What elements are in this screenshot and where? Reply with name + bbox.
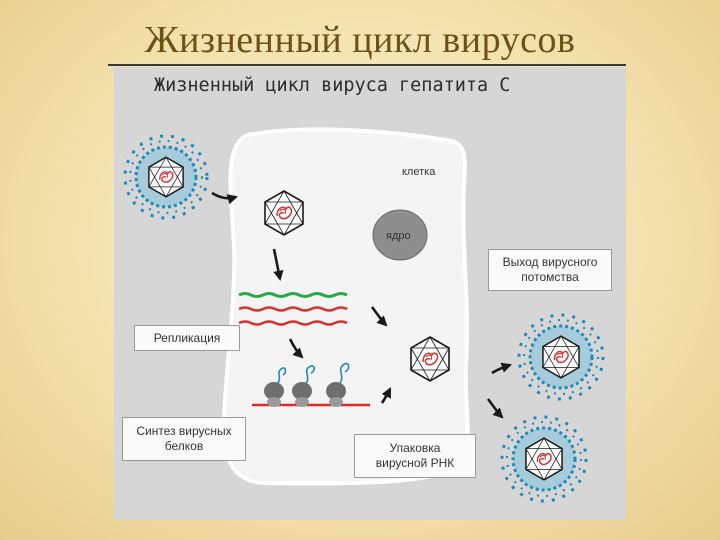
virion-exit-1 [517, 313, 605, 401]
label-exit-line1: Выход вирусного [502, 255, 598, 269]
flow-arrows [211, 191, 512, 419]
arrow-exit-2 [486, 398, 504, 419]
label-exit-line2: потомства [521, 270, 579, 284]
arrow-to-translation [288, 338, 304, 359]
label-protein-synthesis: Синтез вирусных белков [122, 417, 246, 461]
virion-exit-2 [500, 415, 588, 503]
label-replication-text: Репликация [153, 331, 221, 345]
virion-entering [123, 134, 209, 220]
label-protein-synthesis-line2: белков [164, 439, 204, 453]
rna-replication [238, 292, 348, 326]
cell-membrane [221, 127, 470, 486]
figure-title: Жизненный цикл вируса гепатита С [154, 75, 511, 96]
title-underline [108, 64, 626, 66]
arrow-to-assembly-1 [370, 306, 388, 327]
arrow-entry [211, 191, 239, 205]
arrow-exit-1 [491, 362, 512, 375]
protein-synthesis [252, 362, 370, 407]
label-packaging: Упаковка вирусной РНК [354, 434, 476, 478]
diagram-canvas: ядро клетка [123, 127, 605, 503]
label-exit: Выход вирусного потомства [488, 249, 612, 291]
arrow-to-replication [272, 248, 284, 282]
label-protein-synthesis-line1: Синтез вирусных [136, 424, 232, 438]
nucleus [372, 209, 428, 261]
label-packaging-line1: Упаковка [389, 441, 441, 455]
label-replication: Репликация [134, 325, 240, 351]
cell-label: клетка [402, 166, 436, 178]
nucleus-label: ядро [386, 230, 411, 242]
arrow-to-assembly-2 [380, 387, 392, 404]
slide-title: Жизненный цикл вирусов [144, 19, 576, 61]
label-packaging-line2: вирусной РНК [375, 456, 455, 470]
lifecycle-diagram: ядро клетка [114, 67, 626, 520]
